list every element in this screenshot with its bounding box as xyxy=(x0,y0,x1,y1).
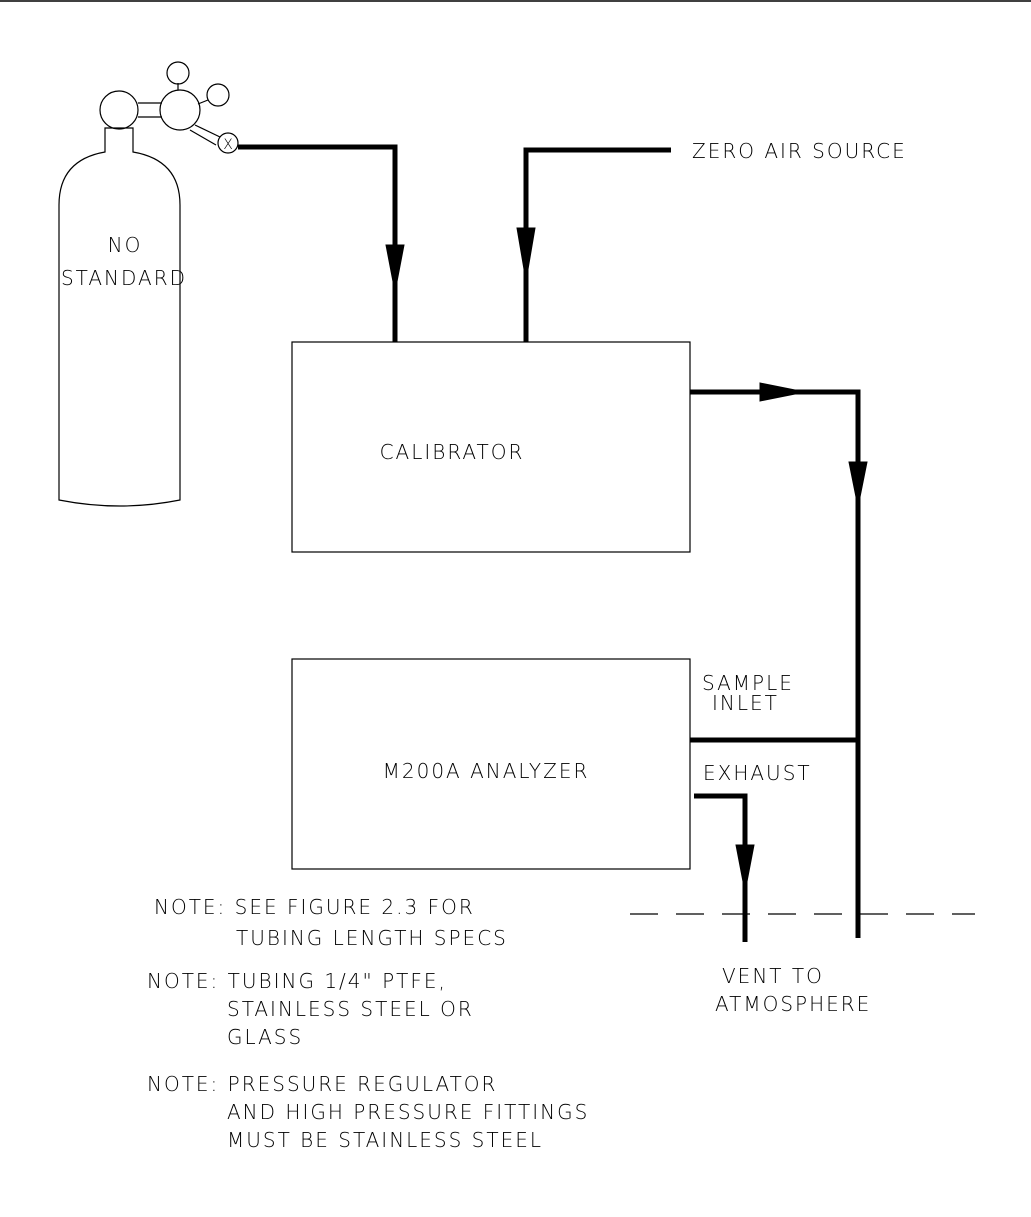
arrow-down-cylinder xyxy=(385,244,405,293)
gas-cylinder: X NO STANDARD xyxy=(58,61,239,507)
calibrator-box xyxy=(291,341,691,553)
note-line: NOTE: TUBING 1/4" PTFE, xyxy=(147,969,447,993)
sample-inlet-line1: SAMPLE xyxy=(702,671,794,695)
regulator-gauge-right xyxy=(206,83,230,107)
exhaust-label: EXHAUST xyxy=(703,761,812,785)
pipe-exhaust xyxy=(694,793,748,942)
note-line: STAINLESS STEEL OR xyxy=(227,997,474,1021)
pipe-zero-air-to-calibrator xyxy=(523,147,671,342)
arrow-down-zero-air xyxy=(516,227,536,282)
note-line: NOTE: SEE FIGURE 2.3 FOR xyxy=(154,895,475,919)
note-line: NOTE: PRESSURE REGULATOR xyxy=(147,1072,497,1096)
zero-air-label: ZERO AIR SOURCE xyxy=(692,139,907,163)
cylinder-label-line1: NO xyxy=(108,233,143,257)
regulator-gauge-left xyxy=(99,90,139,130)
analyzer-box xyxy=(291,658,691,870)
note-line: TUBING LENGTH SPECS xyxy=(236,926,508,950)
note-line: GLASS xyxy=(227,1025,303,1049)
note-line: MUST BE STAINLESS STEEL xyxy=(227,1128,543,1152)
analyzer-label: M200A ANALYZER xyxy=(383,759,590,783)
vent-line2: ATMOSPHERE xyxy=(715,992,871,1016)
arrow-right-calibrator-out xyxy=(759,382,806,402)
note-line: AND HIGH PRESSURE FITTINGS xyxy=(227,1100,589,1124)
cylinder-body xyxy=(58,127,181,507)
pipe-calibrator-output xyxy=(690,389,861,938)
regulator-body xyxy=(159,89,201,131)
calibrator-label: CALIBRATOR xyxy=(380,440,525,464)
notes: NOTE: SEE FIGURE 2.3 FOR TUBING LENGTH S… xyxy=(147,895,589,1152)
shutoff-valve xyxy=(217,132,239,154)
regulator-gauge-top xyxy=(166,61,190,85)
vent-line1: VENT TO xyxy=(722,964,824,988)
valve-mark: X xyxy=(223,137,233,153)
cylinder-label-line2: STANDARD xyxy=(61,266,187,290)
arrow-down-exhaust xyxy=(735,844,755,893)
pipe-cylinder-to-calibrator xyxy=(238,144,398,342)
sample-inlet-line2: INLET xyxy=(712,691,779,715)
arrow-down-manifold xyxy=(848,461,868,508)
